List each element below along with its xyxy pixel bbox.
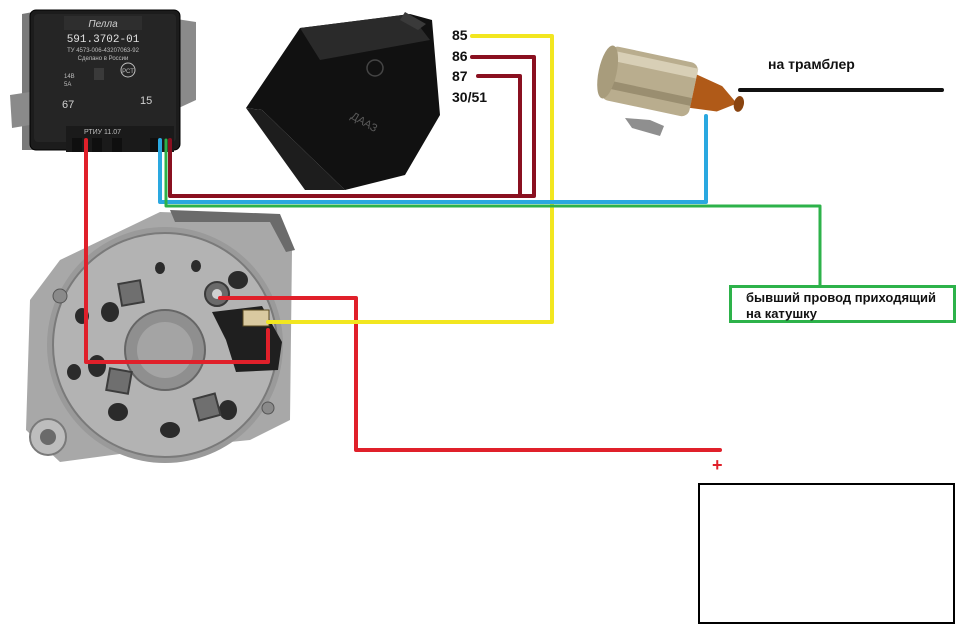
former-coil-wire-line-2: на катушку [746, 306, 817, 321]
wire-green-former-coil [164, 138, 822, 289]
regulator-date-code: РТИУ 11.07 [84, 129, 121, 136]
regulator-terminal-15-label: 15 [140, 95, 152, 107]
regulator-terminal-pin [112, 138, 122, 152]
relay-pin-87-label: 87 [452, 68, 468, 84]
regulator-terminal-pin [150, 138, 160, 152]
wire-red-regulator-67 [84, 138, 270, 364]
relay: ДААЗ [246, 12, 440, 190]
relay-logo-icon [366, 59, 384, 77]
regulator-terminal-pin [92, 138, 102, 152]
relay-pin-85-label: 85 [452, 27, 468, 43]
wires [84, 34, 944, 452]
regulator-rating-bottom: 5А [64, 82, 71, 88]
relay-pin-86-label: 86 [452, 48, 468, 64]
regulator-logo: Пелла [88, 19, 118, 30]
wire-dark-red-87 [476, 74, 522, 198]
regulator-made-in: Сделано в России [78, 56, 129, 62]
wire-red-battery-plus [218, 296, 722, 452]
regulator-part-number: 591.3702-01 [67, 34, 140, 46]
wire-blue-coil [158, 114, 708, 204]
alternator-excitation-plug [242, 309, 270, 327]
battery-plus-label: + [712, 455, 723, 475]
certification-mark-icon [120, 62, 136, 78]
relay-pin-30-51-label: 30/51 [452, 89, 488, 105]
wire-dark-red-86 [168, 55, 536, 198]
wire-yellow-85 [266, 34, 554, 324]
regulator-terminal-pin [72, 138, 82, 152]
coil-mount-bracket [625, 118, 664, 136]
regulator-rating-top: 14В [64, 74, 75, 80]
former-coil-wire-line-1: бывший провод приходящий [746, 290, 936, 305]
regulator-spec-line: ТУ 4573-006-43207063-92 [67, 48, 140, 54]
voltage-regulator: Пелла 591.3702-01 ТУ 4573-006-43207063-9… [10, 9, 196, 152]
regulator-cert-mark: РСТ [122, 69, 134, 75]
former-coil-wire-note: бывший провод приходящий на катушку [729, 285, 956, 323]
alternator [26, 210, 295, 463]
ignition-coil [597, 45, 745, 136]
battery [698, 483, 955, 624]
regulator-terminal-67-label: 67 [62, 99, 74, 111]
distributor-label: на трамблер [768, 56, 855, 72]
